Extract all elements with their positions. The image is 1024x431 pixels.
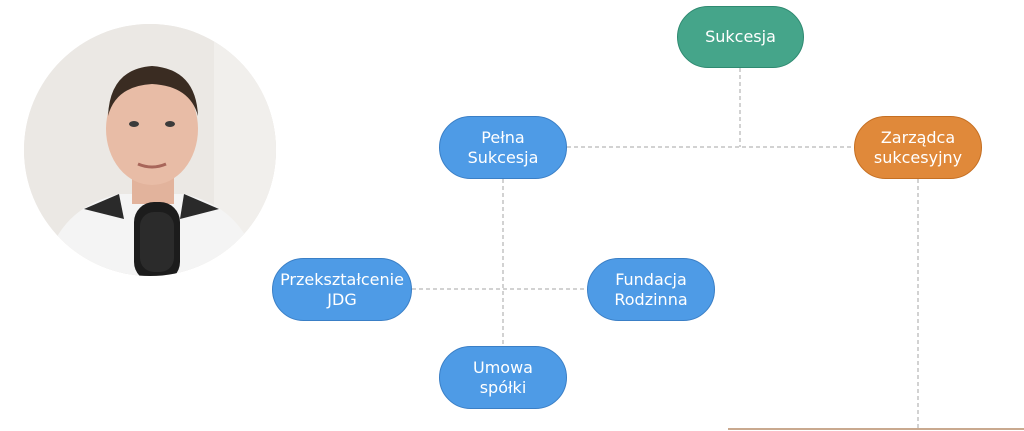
presenter-avatar bbox=[24, 24, 276, 276]
node-sukcesja[interactable]: Sukcesja bbox=[677, 6, 804, 68]
node-fundacja-rodzinna[interactable]: Fundacja Rodzinna bbox=[587, 258, 715, 321]
bottom-rule-divider bbox=[728, 428, 1024, 430]
node-zarzadca-sukcesyjny[interactable]: Zarządca sukcesyjny bbox=[854, 116, 982, 179]
node-pelna-sukcesja[interactable]: Pełna Sukcesja bbox=[439, 116, 567, 179]
node-umowa-spolki[interactable]: Umowa spółki bbox=[439, 346, 567, 409]
node-przeksztalcenie-jdg[interactable]: Przekształcenie JDG bbox=[272, 258, 412, 321]
presenter-illustration bbox=[24, 24, 276, 276]
